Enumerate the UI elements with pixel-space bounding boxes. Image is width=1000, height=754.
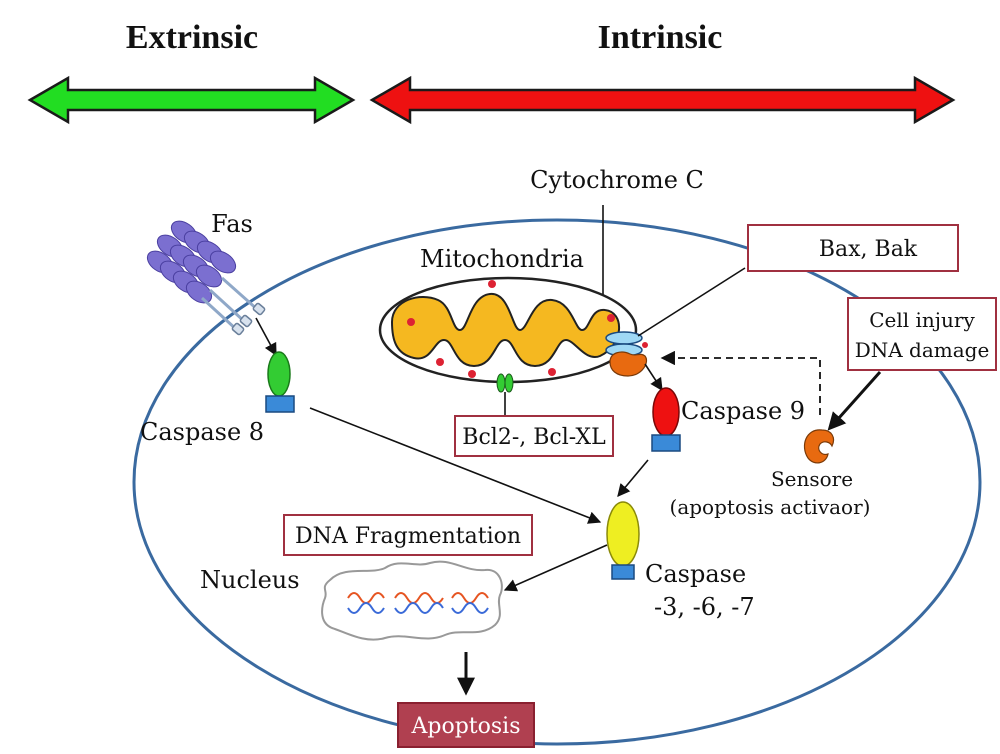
bcl2-label: Bcl2-, Bcl-XL — [462, 425, 606, 450]
cytochrome-c-label: Cytochrome C — [530, 166, 704, 194]
arrow-injury-to-sensor — [827, 371, 882, 431]
caspase8-icon — [267, 351, 291, 397]
caspase-executioner-numbers-label: -3, -6, -7 — [654, 593, 755, 621]
caspase9-icon — [652, 387, 680, 437]
apoptosis-box — [397, 702, 535, 748]
cell-injury-box — [847, 297, 997, 371]
mitochondria-icon — [378, 276, 638, 384]
apoptosis-label: Apoptosis — [410, 714, 520, 739]
bcl2-channel-icon — [496, 373, 514, 393]
cell-membrane — [132, 218, 982, 746]
cell-injury-label: Cell injury — [869, 308, 975, 332]
sensor-icon — [803, 429, 835, 464]
caspase8-square-icon — [265, 395, 295, 413]
caspase-executioner-icon — [606, 501, 640, 567]
sensore-label: Sensore — [771, 467, 853, 491]
dna-fragmentation-box — [283, 514, 533, 556]
nucleus-icon — [321, 560, 503, 641]
sensore-subtitle-label: (apoptosis activaor) — [670, 495, 871, 519]
fas-receptor-icon — [146, 220, 266, 336]
dna-damage-label: DNA damage — [855, 338, 990, 362]
bax-bak-label: Bax, Bak — [819, 237, 918, 262]
extrinsic-header: Extrinsic — [126, 19, 258, 56]
apaf1-icon — [609, 351, 648, 377]
arrow-caspase9-to-executioner — [617, 459, 649, 497]
caspase-executioner-square-icon — [611, 564, 635, 580]
caspase-executioner-label: Caspase — [645, 560, 746, 588]
dashed-arrow-sensor-to-mitochondria — [660, 350, 821, 415]
extrinsic-double-arrow — [27, 75, 356, 125]
intrinsic-double-arrow — [369, 75, 956, 125]
arrow-mitochondria-to-caspase9 — [644, 363, 663, 392]
fragmented-dna-icon — [347, 592, 489, 614]
arrow-fas-to-caspase8 — [255, 317, 277, 357]
bcl2-box — [454, 415, 614, 457]
arrow-executioner-to-nucleus — [503, 544, 608, 592]
caspase9-square-icon — [651, 434, 681, 452]
dna-fragmentation-label: DNA Fragmentation — [295, 524, 521, 549]
bax-bak-box — [747, 224, 959, 272]
caspase9-label: Caspase 9 — [681, 397, 805, 425]
caspase8-label: Caspase 8 — [140, 418, 264, 446]
fas-label: Fas — [211, 210, 253, 238]
bax-bak-pointer — [637, 267, 746, 337]
intrinsic-header: Intrinsic — [598, 19, 723, 56]
arrow-caspase8-to-executioner — [309, 407, 602, 524]
nucleus-label: Nucleus — [200, 566, 300, 594]
mitochondria-label: Mitochondria — [420, 245, 584, 273]
